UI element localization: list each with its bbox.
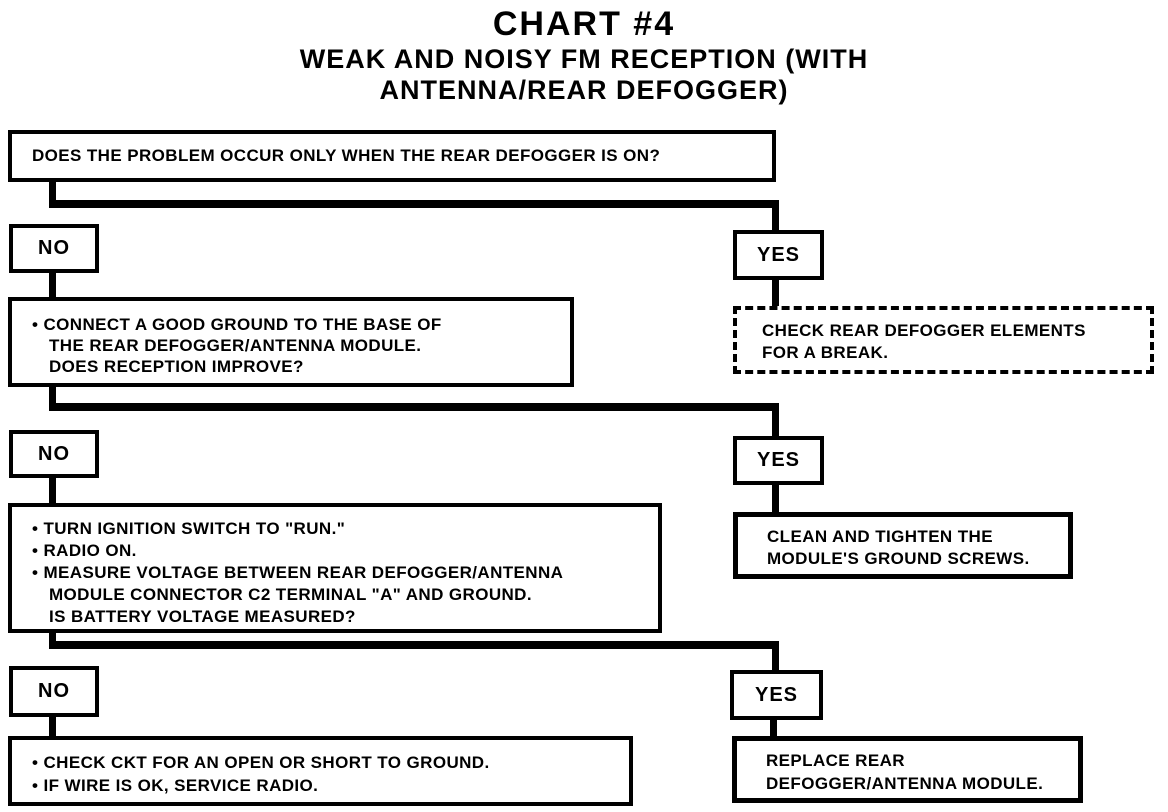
decision-yes-1: YES — [733, 230, 824, 280]
check-ckt-line1: • CHECK CKT FOR AN OPEN OR SHORT TO GROU… — [32, 753, 490, 772]
connector-no3-down — [49, 715, 56, 738]
q2-line1: • CONNECT A GOOD GROUND TO THE BASE OF — [32, 315, 442, 334]
flow-box-q2-connect-ground: • CONNECT A GOOD GROUND TO THE BASE OF T… — [8, 297, 574, 387]
q2-line3: DOES RECEPTION IMPROVE? — [49, 357, 304, 376]
clean-screws-line2: MODULE'S GROUND SCREWS. — [767, 549, 1030, 568]
decision-yes-2: YES — [733, 436, 824, 485]
flow-box-clean-ground-screws: CLEAN AND TIGHTEN THE MODULE'S GROUND SC… — [733, 512, 1073, 579]
connector-q3-horizontal — [49, 641, 779, 649]
connector-q1-horizontal — [49, 200, 779, 208]
decision-yes-1-label: YES — [756, 243, 801, 266]
q3-line4: MODULE CONNECTOR C2 TERMINAL "A" AND GRO… — [49, 585, 532, 604]
check-elements-line2: FOR A BREAK. — [762, 343, 889, 362]
q3-line1: • TURN IGNITION SWITCH TO "RUN." — [32, 519, 346, 538]
q1-text: DOES THE PROBLEM OCCUR ONLY WHEN THE REA… — [32, 146, 661, 165]
check-elements-line1: CHECK REAR DEFOGGER ELEMENTS — [762, 321, 1086, 340]
replace-module-line1: REPLACE REAR — [766, 751, 905, 770]
connector-q2-horizontal — [49, 403, 779, 411]
chart-title: CHART #4 WEAK AND NOISY FM RECEPTION (WI… — [0, 4, 1168, 106]
flow-box-replace-module: REPLACE REAR DEFOGGER/ANTENNA MODULE. — [732, 736, 1083, 803]
clean-screws-line1: CLEAN AND TIGHTEN THE — [767, 527, 993, 546]
chart-title-line1: CHART #4 — [492, 5, 676, 43]
connector-yes3-down — [770, 718, 777, 739]
decision-no-2-label: NO — [38, 442, 70, 465]
flow-box-q3-measure-voltage: • TURN IGNITION SWITCH TO "RUN." • RADIO… — [8, 503, 662, 633]
decision-yes-2-label: YES — [756, 449, 801, 471]
replace-module-line2: DEFOGGER/ANTENNA MODULE. — [766, 774, 1044, 793]
q3-line2: • RADIO ON. — [32, 541, 137, 560]
connector-yes1-down — [772, 278, 779, 308]
decision-yes-3-label: YES — [754, 683, 799, 706]
connector-no2-down — [49, 476, 56, 505]
decision-no-2: NO — [9, 430, 99, 478]
q2-line2: THE REAR DEFOGGER/ANTENNA MODULE. — [49, 336, 422, 355]
decision-no-3-label: NO — [38, 680, 70, 702]
connector-yes2-down — [772, 483, 779, 514]
connector-q2-to-yes2 — [772, 403, 779, 437]
connector-no1-down — [49, 271, 56, 299]
flow-box-check-ckt: • CHECK CKT FOR AN OPEN OR SHORT TO GROU… — [8, 736, 633, 806]
flow-box-q1-defogger-on: DOES THE PROBLEM OCCUR ONLY WHEN THE REA… — [8, 130, 776, 182]
q3-line5: IS BATTERY VOLTAGE MEASURED? — [49, 607, 356, 626]
flow-box-check-defogger-elements: CHECK REAR DEFOGGER ELEMENTS FOR A BREAK… — [733, 306, 1154, 374]
chart-title-line2: WEAK AND NOISY FM RECEPTION (WITH — [299, 44, 869, 74]
connector-q1-down — [49, 180, 56, 206]
decision-yes-3: YES — [730, 670, 823, 720]
q3-line3: • MEASURE VOLTAGE BETWEEN REAR DEFOGGER/… — [32, 563, 564, 582]
decision-no-1: NO — [9, 224, 99, 273]
decision-no-1-label: NO — [38, 237, 70, 259]
connector-q3-down — [49, 631, 56, 647]
check-ckt-line2: • IF WIRE IS OK, SERVICE RADIO. — [32, 776, 319, 795]
connector-q1-to-yes1 — [772, 200, 779, 232]
connector-q2-down — [49, 385, 56, 409]
decision-no-3: NO — [9, 666, 99, 717]
connector-q3-to-yes3 — [772, 641, 779, 671]
chart-title-line3: ANTENNA/REAR DEFOGGER) — [379, 75, 789, 105]
